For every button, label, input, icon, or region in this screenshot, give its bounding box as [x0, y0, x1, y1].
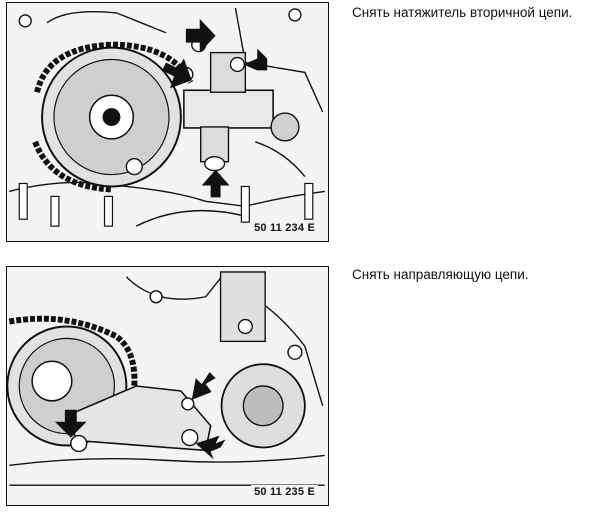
- bolt: [181, 397, 195, 411]
- bolt: [18, 14, 32, 28]
- instruction-caption: Снять натяжитель вторичной цепи.: [352, 5, 573, 20]
- instruction-caption: Снять направляющую цепи.: [352, 267, 529, 282]
- pointer-arrows: [162, 18, 268, 198]
- timing-chain: [8, 315, 138, 387]
- chain-guide-drawing: [7, 271, 325, 486]
- chain-tensioner-drawing: [9, 7, 325, 227]
- timing-chain: [32, 41, 194, 193]
- camshaft-sprocket: [41, 46, 182, 188]
- arrow-icon: [162, 58, 192, 89]
- bolt: [70, 434, 88, 453]
- bolt: [229, 56, 246, 73]
- bolt: [125, 157, 143, 176]
- bolt: [149, 290, 163, 304]
- pump-housing: [219, 271, 306, 449]
- bolt: [181, 428, 199, 447]
- arrow-icon: [185, 18, 216, 53]
- arrow-icon: [195, 435, 226, 460]
- figure-code: 50 11 235 E: [251, 485, 318, 499]
- arrow-icon: [191, 372, 216, 400]
- bolt: [237, 318, 253, 335]
- bolt: [287, 344, 303, 360]
- bolt: [288, 8, 302, 22]
- engine-illustration-chain-guide: 50 11 235 E: [6, 266, 329, 506]
- pointer-arrows: [54, 372, 226, 460]
- engine-illustration-chain-tensioner: 50 11 234 E: [6, 2, 329, 242]
- arrow-icon: [243, 48, 268, 71]
- chain-tensioner: [183, 51, 300, 172]
- figure-code: 50 11 234 E: [251, 221, 318, 235]
- arrow-icon: [201, 169, 230, 198]
- arrow-icon: [54, 409, 87, 438]
